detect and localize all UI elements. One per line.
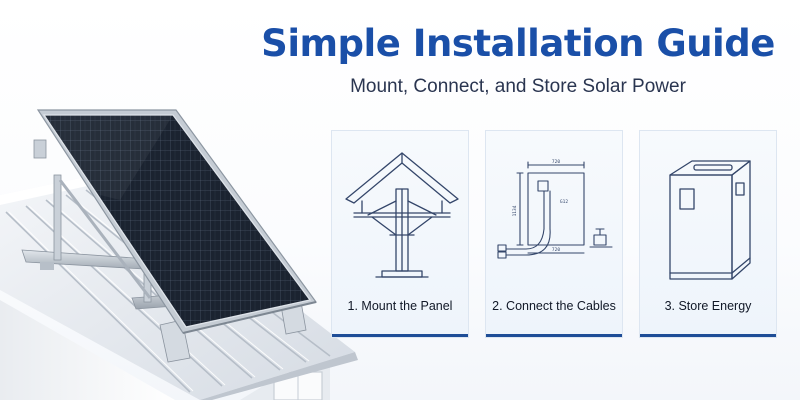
side-dimension-label: 1134 — [512, 205, 518, 216]
top-dimension-label: 720 — [552, 159, 560, 165]
card-underline — [486, 334, 622, 337]
card-underline — [332, 334, 468, 337]
step-card-store: 3. Store Energy — [639, 130, 777, 338]
step-card-connect: 720 1134 G12 720 2. Connect the Cables — [485, 130, 623, 338]
page-subtitle: Mount, Connect, and Store Solar Power — [350, 76, 686, 97]
step-label-connect: 2. Connect the Cables — [492, 299, 616, 313]
page-title: Simple Installation Guide — [261, 22, 775, 65]
step-label-store: 3. Store Energy — [664, 299, 752, 313]
battery-storage-icon — [669, 160, 751, 280]
panel-mark-label: G12 — [560, 199, 568, 205]
cable-wiring-diagram-icon: 720 1134 G12 720 — [497, 159, 613, 259]
step-label-mount: 1. Mount the Panel — [347, 299, 453, 313]
solar-panel — [36, 109, 318, 334]
bottom-dimension-label: 720 — [552, 247, 560, 253]
step-card-mount: 1. Mount the Panel — [331, 130, 469, 338]
card-underline — [640, 334, 776, 337]
mounted-panel-frame-icon — [345, 152, 459, 278]
